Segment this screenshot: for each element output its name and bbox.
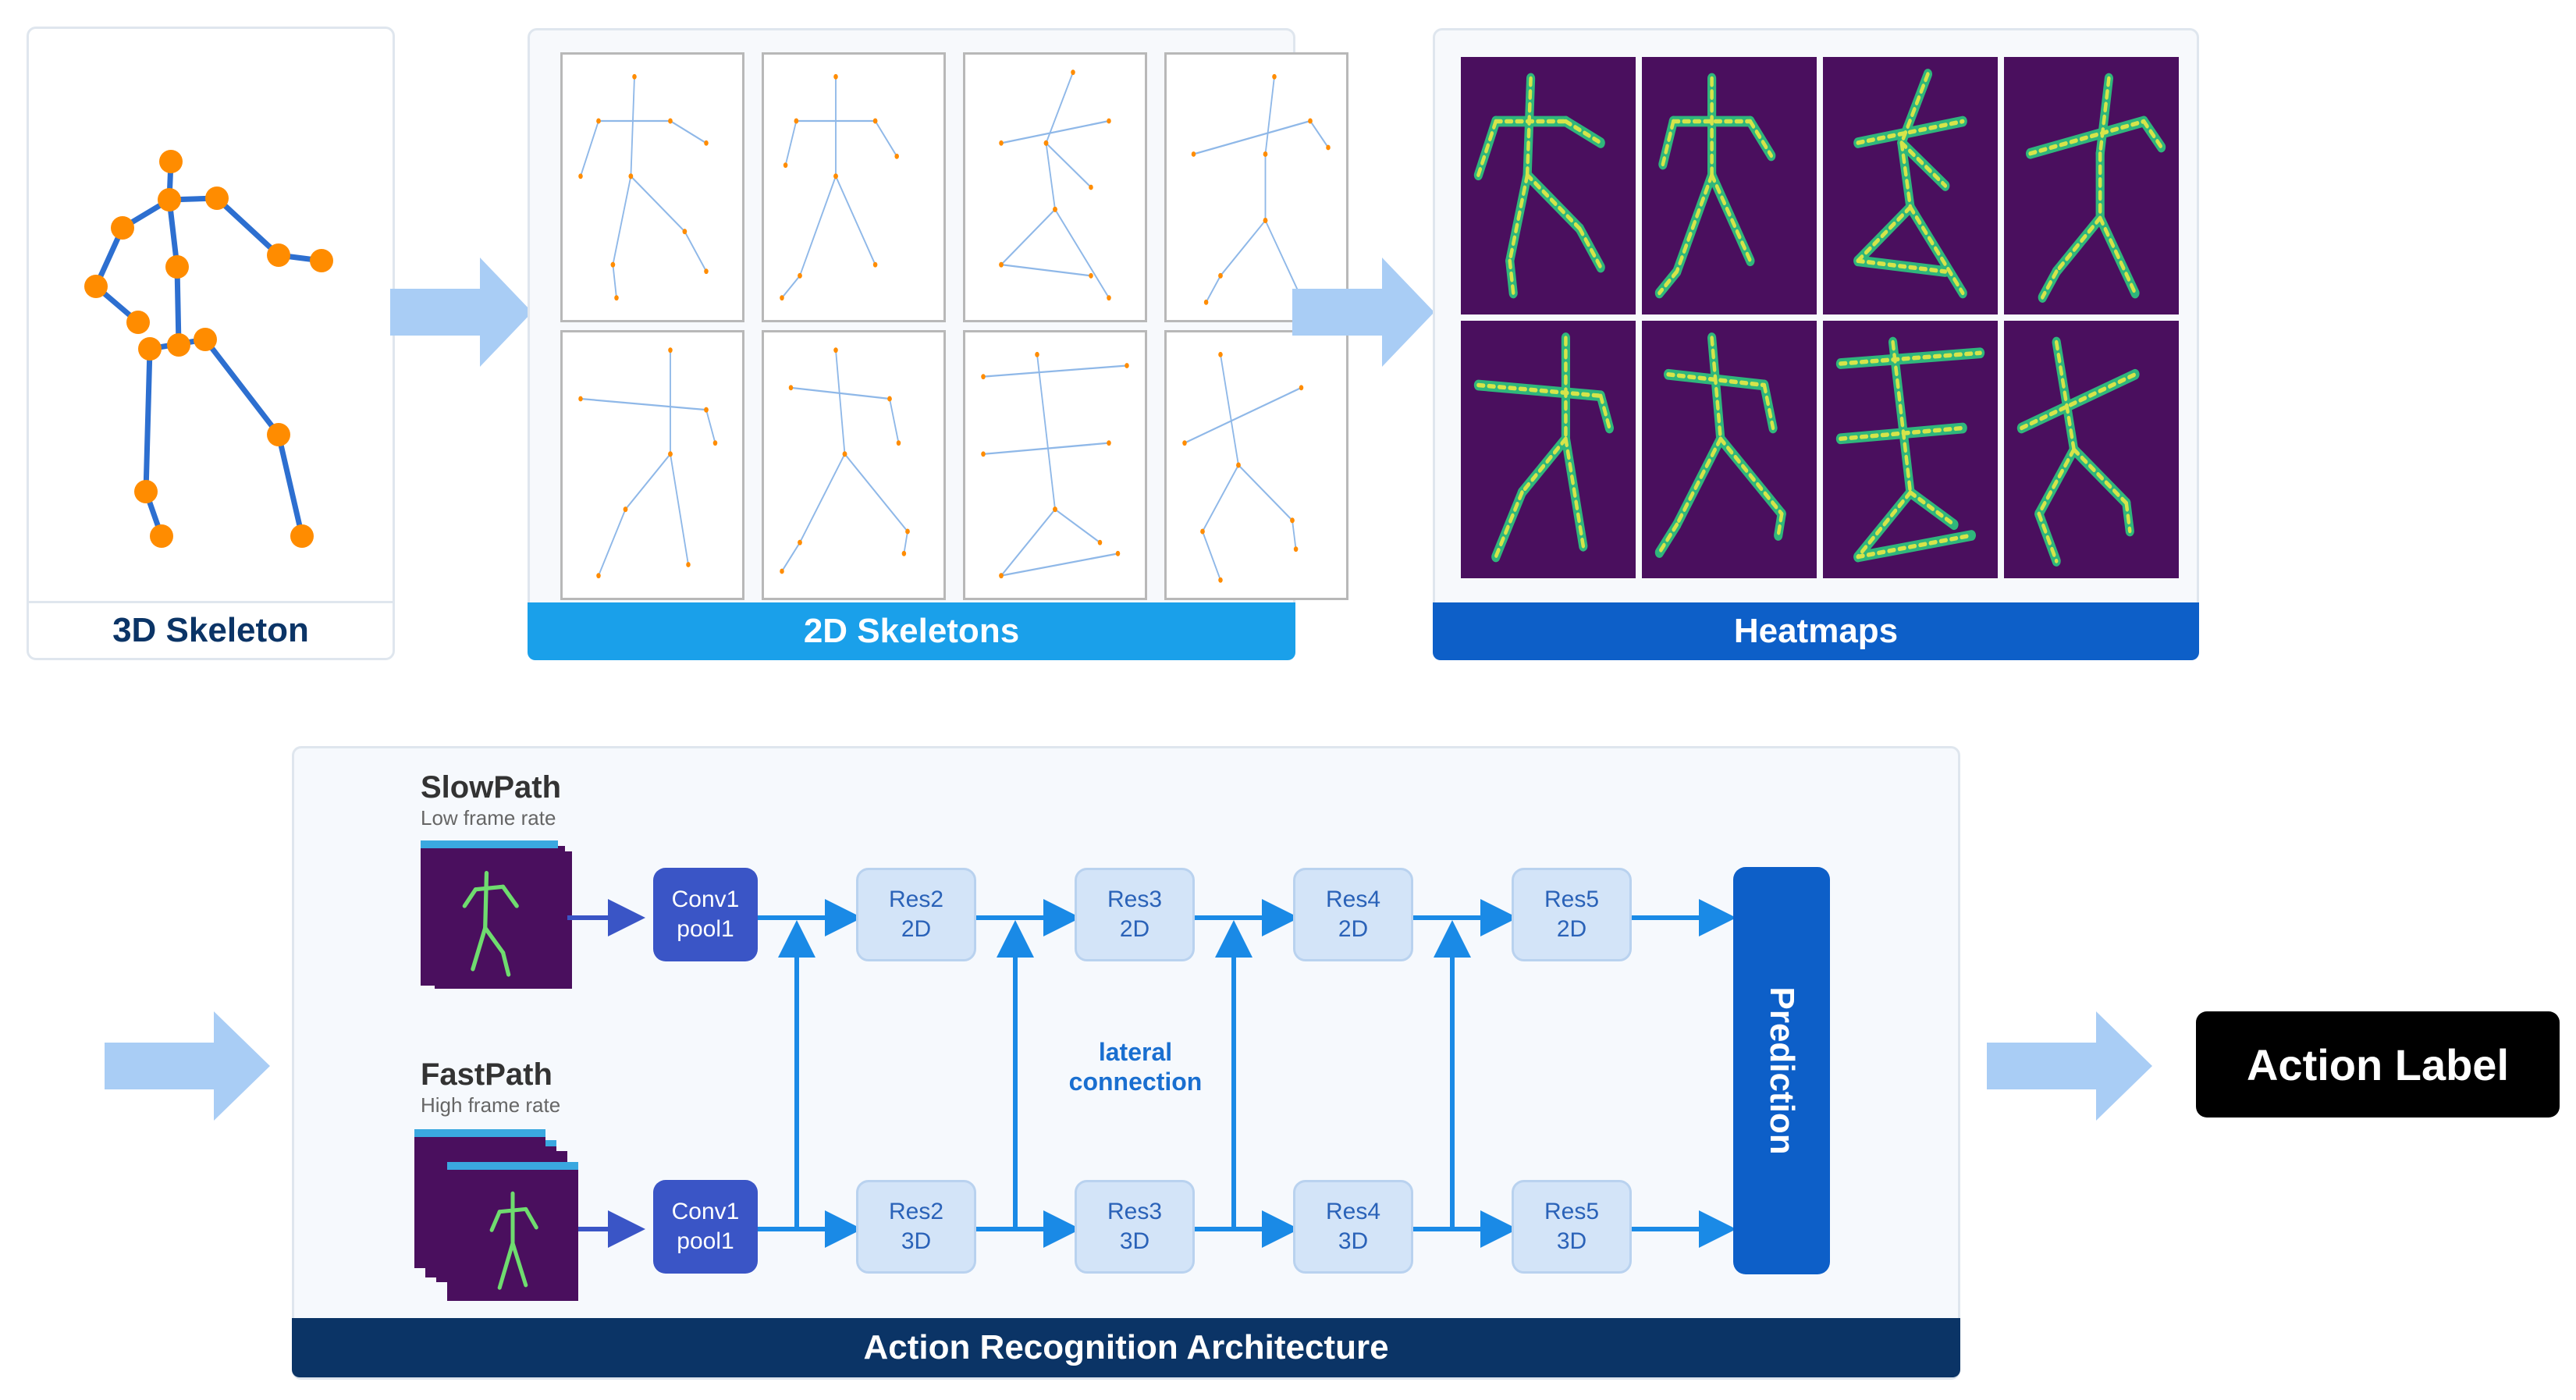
skeleton-3d-panel: 3D Skeleton xyxy=(27,27,395,660)
skeleton-2d-frame xyxy=(762,330,946,600)
prediction-block: Prediction xyxy=(1733,867,1830,1274)
skeletons-2d-panel: 2D Skeletons xyxy=(528,28,1348,660)
heatmap-frame xyxy=(1823,321,1998,578)
fast-block-line2: 3D xyxy=(1556,1228,1587,1254)
skeleton-2d-frame xyxy=(963,330,1147,600)
skeleton-2d-frame xyxy=(762,52,946,322)
architecture-caption: Action Recognition Architecture xyxy=(292,1318,1960,1377)
flow-arrow-3 xyxy=(105,1011,270,1121)
heatmap-frame xyxy=(2004,321,2179,578)
skeleton-3d-caption: 3D Skeleton xyxy=(29,601,393,658)
flow-connections xyxy=(567,899,1736,1248)
slow-res2-block: Res2 2D xyxy=(856,868,976,961)
fast-block-line1: Res5 xyxy=(1544,1199,1600,1224)
fastpath-subtitle: High frame rate xyxy=(421,1093,561,1117)
heatmaps-caption: Heatmaps xyxy=(1433,602,2199,660)
slow-block-line1: Conv1 xyxy=(671,887,740,912)
slow-res5-block: Res5 2D xyxy=(1512,868,1632,961)
lateral-line2: connection xyxy=(1068,1068,1203,1096)
skeleton-2d-frame xyxy=(1164,330,1348,600)
skeleton-3d-figure xyxy=(84,150,333,548)
fast-block-line1: Res4 xyxy=(1325,1199,1381,1224)
slow-block-line2: pool1 xyxy=(677,916,734,942)
fast-block-line2: pool1 xyxy=(677,1228,734,1254)
fast-res2-block: Res2 3D xyxy=(856,1180,976,1274)
fast-block-line2: 3D xyxy=(1338,1228,1369,1254)
skeleton-2d-frame xyxy=(560,52,744,322)
slow-block-line1: Res2 xyxy=(888,887,944,912)
slow-block-line2: 2D xyxy=(901,916,932,942)
fast-conv1-block: Conv1 pool1 xyxy=(653,1180,758,1274)
heatmap-frame xyxy=(1642,321,1817,578)
skeleton-2d-frame xyxy=(963,52,1147,322)
slow-res4-block: Res4 2D xyxy=(1293,868,1413,961)
slow-block-line1: Res3 xyxy=(1107,887,1163,912)
slow-block-line2: 2D xyxy=(1119,916,1150,942)
slow-block-line2: 2D xyxy=(1556,916,1587,942)
slowpath-subtitle: Low frame rate xyxy=(421,806,556,830)
action-label-box: Action Label xyxy=(2196,1011,2560,1118)
slowpath-input-frames xyxy=(421,840,577,997)
flow-arrow-4 xyxy=(1987,1011,2152,1121)
fast-res3-block: Res3 3D xyxy=(1075,1180,1195,1274)
heatmaps-panel: Heatmaps xyxy=(1433,28,2199,660)
fast-block-line2: 3D xyxy=(901,1228,932,1254)
skeletons-2d-caption: 2D Skeletons xyxy=(528,602,1295,660)
heatmap-frame xyxy=(1642,57,1817,314)
skeleton-2d-frame xyxy=(560,330,744,600)
fast-block-line1: Res3 xyxy=(1107,1199,1163,1224)
slow-conv1-block: Conv1 pool1 xyxy=(653,868,758,961)
fast-res5-block: Res5 3D xyxy=(1512,1180,1632,1274)
slow-block-line2: 2D xyxy=(1338,916,1369,942)
heatmap-frame xyxy=(1461,321,1636,578)
slow-res3-block: Res3 2D xyxy=(1075,868,1195,961)
flow-arrow-2 xyxy=(1292,258,1434,367)
slow-block-line1: Res4 xyxy=(1325,887,1381,912)
heatmap-frame xyxy=(1823,57,1998,314)
fastpath-input-frames xyxy=(414,1129,594,1309)
fast-block-line1: Conv1 xyxy=(671,1199,740,1224)
heatmap-frame xyxy=(2004,57,2179,314)
prediction-label: Prediction xyxy=(1763,986,1801,1155)
slowpath-title: SlowPath xyxy=(421,770,562,805)
flow-arrow-1 xyxy=(390,258,532,367)
lateral-line1: lateral xyxy=(1098,1038,1173,1066)
architecture-panel: SlowPath Low frame rate FastPath High fr… xyxy=(292,746,1960,1380)
fast-block-line2: 3D xyxy=(1119,1228,1150,1254)
fastpath-title: FastPath xyxy=(421,1057,553,1092)
heatmap-frame xyxy=(1461,57,1636,314)
fast-res4-block: Res4 3D xyxy=(1293,1180,1413,1274)
lateral-connection-label: lateral connection xyxy=(1043,1037,1228,1096)
skeleton-2d-frame xyxy=(1164,52,1348,322)
fast-block-line1: Res2 xyxy=(888,1199,944,1224)
slow-block-line1: Res5 xyxy=(1544,887,1600,912)
